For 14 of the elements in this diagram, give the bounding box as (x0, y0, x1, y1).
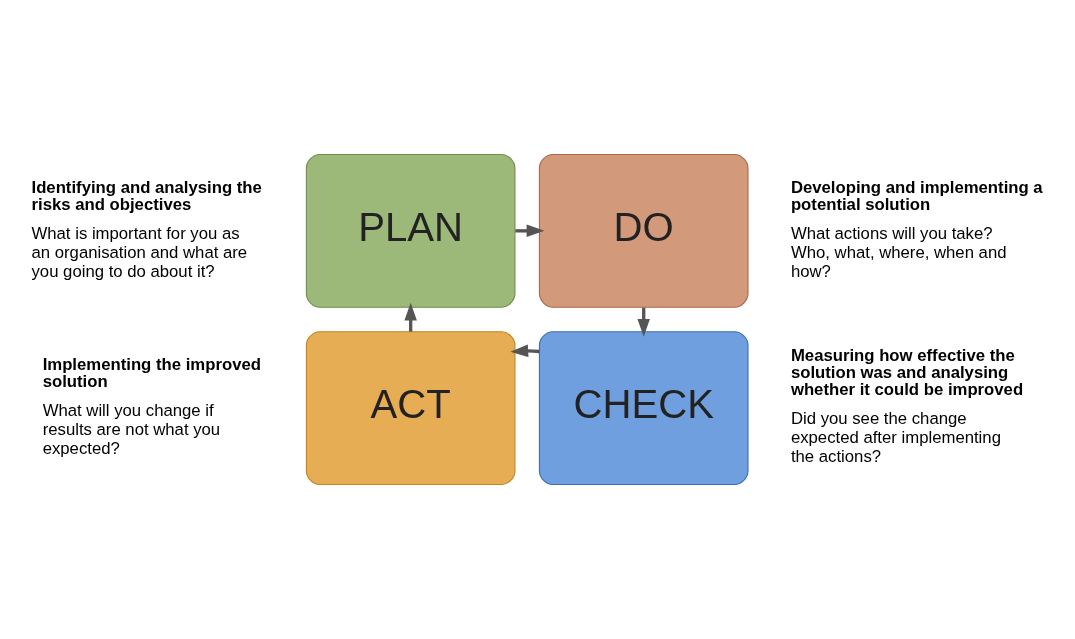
node-label: Developing and implementing a potential solution (790, 177, 1043, 214)
arrow (510, 344, 540, 358)
node-label: What actions will you take? Who, what, where, when and how? (790, 223, 1007, 281)
arrow (515, 224, 545, 238)
node-label: Implementing the improved solution (42, 355, 261, 391)
node-label: What will you change if results are not what you expected? (42, 400, 221, 458)
node-box: ACT (305, 331, 516, 486)
node-label: Identifying and analysing the risks and objectives (31, 177, 262, 214)
node-label: Did you see the change expected after implementing the actions? (790, 408, 1001, 466)
node-box: PLAN (305, 153, 516, 308)
node-label: Measuring how effective the solution was and analysing whether it could be improved (790, 346, 1024, 399)
node-box: CHECK (538, 331, 749, 486)
node-label: What is important for you as an organisation and what are you going to do about it? (31, 223, 248, 281)
node-box: DO (538, 153, 749, 308)
